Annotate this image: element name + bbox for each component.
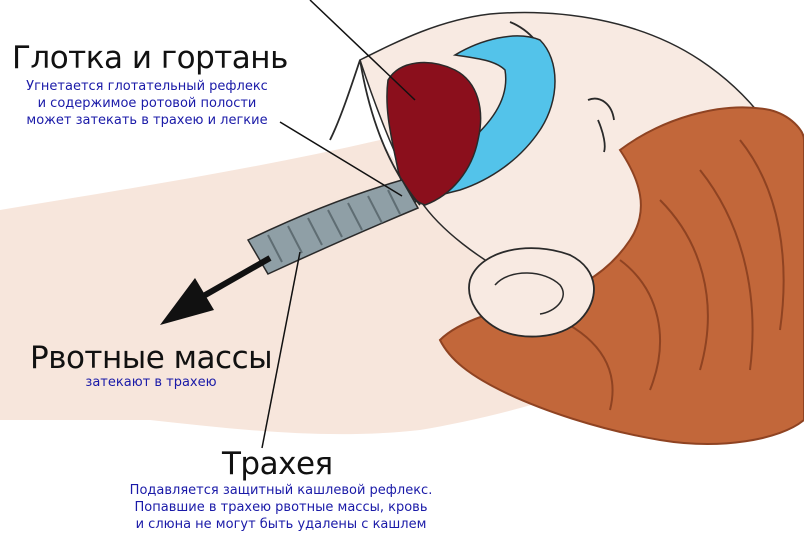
trachea-description: Подавляется защитный кашлевой рефлекс. П…: [95, 482, 467, 533]
throat-description-line: может затекать в трахею и легкие: [2, 112, 292, 129]
throat-description-line: и содержимое ротовой полости: [2, 95, 292, 112]
trachea-description-line: Попавшие в трахею рвотные массы, кровь: [95, 499, 467, 516]
vomit-description: затекают в трахею: [66, 374, 236, 391]
ear: [469, 248, 594, 336]
vomit-description-line: затекают в трахею: [66, 374, 236, 391]
vomit-title: Рвотные массы: [30, 340, 272, 376]
throat-title: Глотка и гортань: [12, 40, 288, 76]
trachea-description-line: и слюна не могут быть удалены с кашлем: [95, 516, 467, 533]
trachea-description-line: Подавляется защитный кашлевой рефлекс.: [95, 482, 467, 499]
throat-description: Угнетается глотательный рефлекс и содерж…: [2, 78, 292, 129]
trachea-title: Трахея: [222, 446, 333, 482]
throat-description-line: Угнетается глотательный рефлекс: [2, 78, 292, 95]
